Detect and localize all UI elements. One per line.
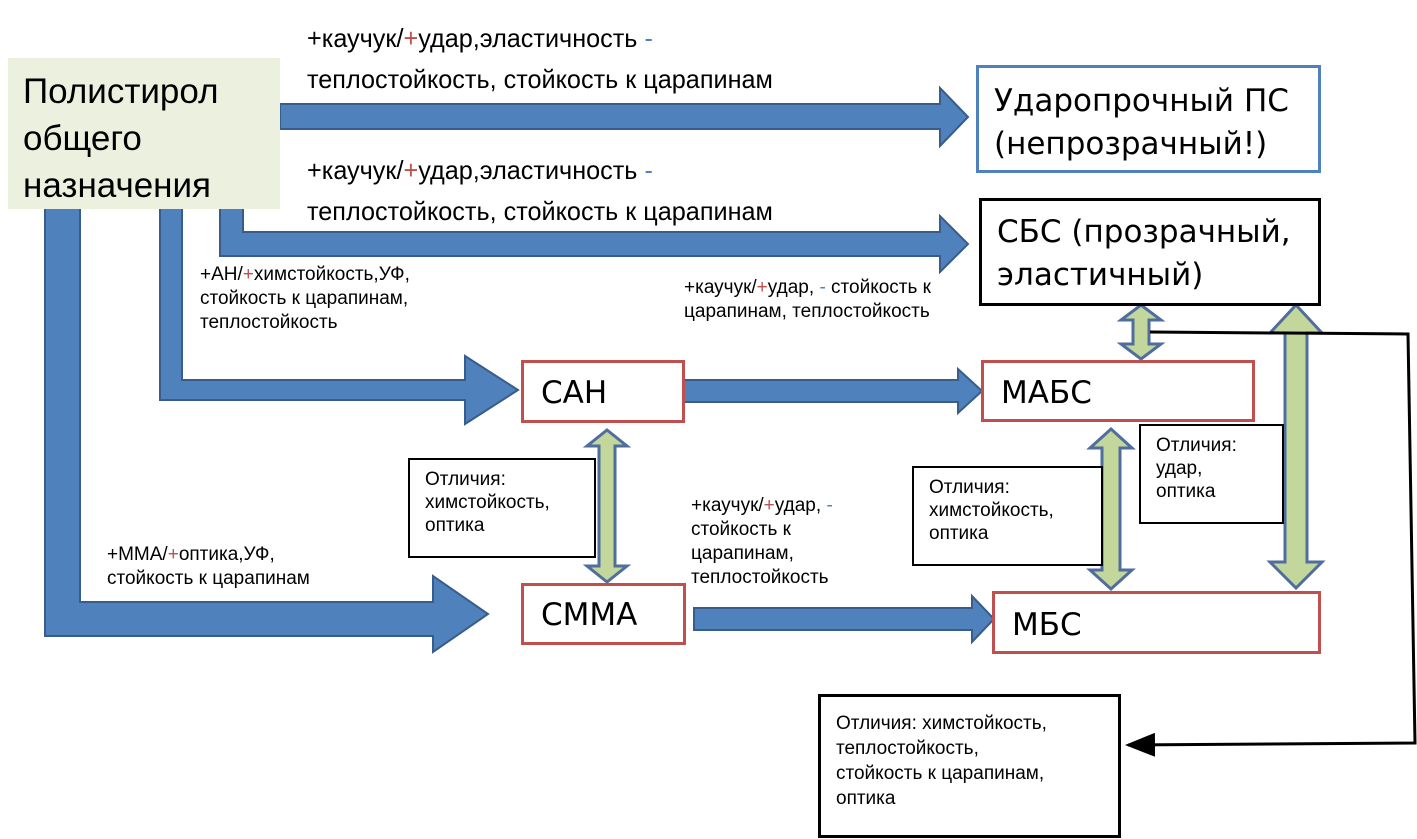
compare-arrow-mabs-mbs xyxy=(1086,426,1136,592)
node-mbs: МБС xyxy=(992,591,1321,654)
source-line-1: Полистирол xyxy=(23,72,219,111)
label-to-san: +АН/+химстойкость,УФ, стойкость к царапи… xyxy=(200,264,410,333)
note-sbs-mbs: Отличия: удар, оптика xyxy=(1139,424,1284,524)
node-san: САН xyxy=(521,360,685,423)
arrow-to-hips xyxy=(279,85,970,149)
label-to-sbs: +каучук/+удар,эластичность - теплостойко… xyxy=(307,155,773,226)
node-sbs: СБС (прозрачный, эластичный) xyxy=(979,198,1321,306)
source-line-3: назначения xyxy=(23,166,212,205)
note-mabs-mbs: Отличия: химстойкость, оптика xyxy=(912,466,1103,566)
arrow-to-san xyxy=(159,207,520,426)
arrow-san-to-mabs xyxy=(679,366,984,416)
compare-arrow-sbs-mabs xyxy=(1116,303,1166,361)
label-to-hips: +каучук/+удар,эластичность - теплостойко… xyxy=(307,23,773,94)
source-polystyrene: Полистирол общего назначения xyxy=(8,58,280,209)
note-sbs-mabs: Отличия: химстойкость, теплостойкость, с… xyxy=(818,694,1121,838)
arrow-to-smma xyxy=(44,207,490,654)
note-san-smma: Отличия: химстойкость, оптика xyxy=(408,458,596,558)
compare-arrow-san-smma xyxy=(582,428,632,584)
source-line-2: общего xyxy=(23,119,142,158)
connector-line-to-note xyxy=(1125,330,1417,757)
label-san-to-mabs: +каучук/+удар, - стойкость к царапинам, … xyxy=(684,277,931,322)
arrow-smma-to-mbs xyxy=(693,593,996,645)
node-hips: Ударопрочный ПС (непрозрачный!) xyxy=(976,65,1321,173)
node-smma: СММА xyxy=(521,583,686,645)
node-mabs: МАБС xyxy=(981,360,1255,422)
label-to-smma: +ММА/+оптика,УФ, стойкость к царапинам xyxy=(107,544,310,589)
label-smma-to-mbs: +каучук/+удар, - стойкость к царапинам, … xyxy=(691,495,833,588)
